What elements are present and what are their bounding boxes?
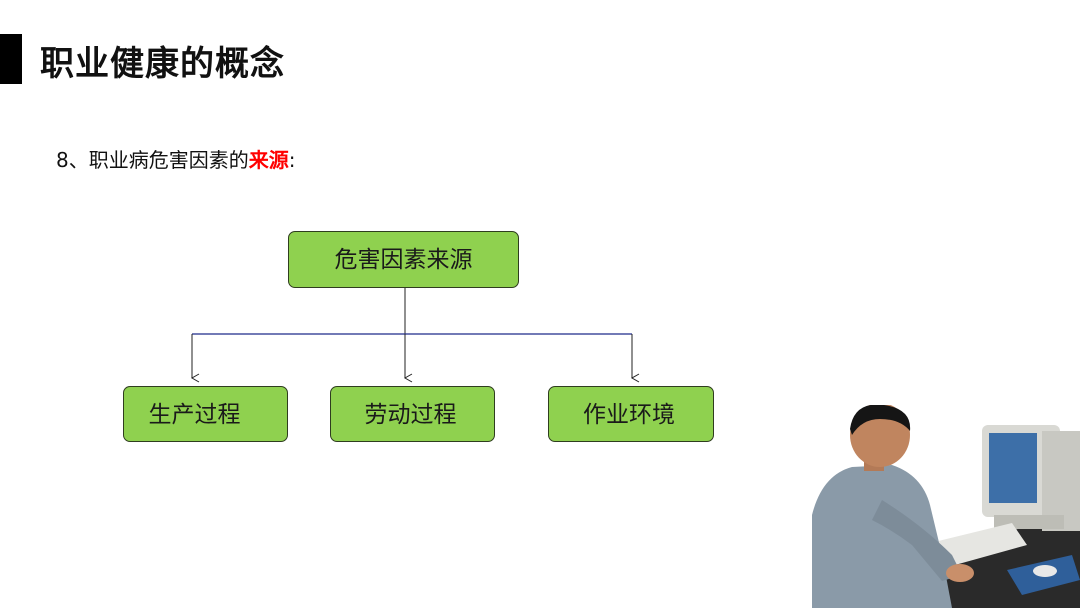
child-node-labor: 劳动过程 [330,386,495,442]
child-node-production: 生产过程 [123,386,288,442]
section-heading: 8、职业病危害因素的来源: [56,144,295,173]
root-node: 危害因素来源 [288,231,519,288]
section-heading-highlight: 来源 [248,148,289,172]
child-node-environment: 作业环境 [548,386,714,442]
title-accent-bar [0,34,22,84]
section-heading-suffix: : [288,148,296,172]
worker-computer-photo [812,405,1080,608]
page-title: 职业健康的概念 [40,44,285,84]
section-heading-prefix: 8、职业病危害因素的 [56,148,249,172]
